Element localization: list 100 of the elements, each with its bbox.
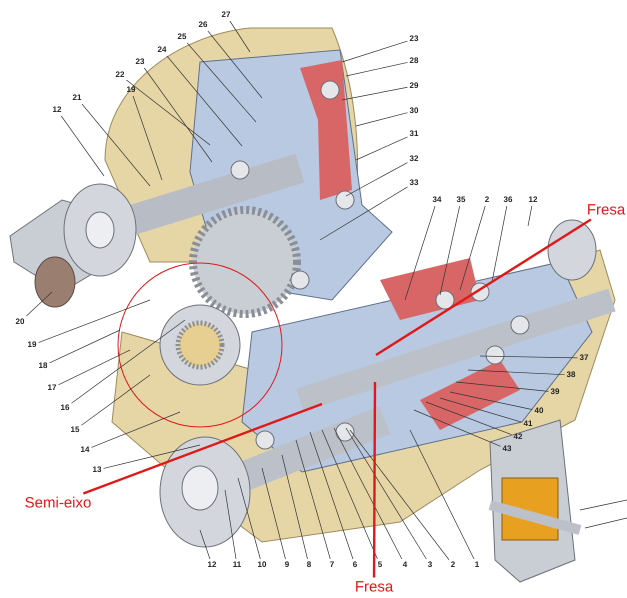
leader-line	[81, 374, 150, 426]
leader-line	[71, 320, 186, 404]
callout-number: 12	[52, 105, 62, 115]
leader-line	[82, 402, 322, 495]
callout-number: 2	[450, 560, 456, 570]
callout-number: 23	[408, 34, 420, 44]
leader-line	[103, 444, 200, 469]
callout-number: 4	[402, 560, 408, 570]
callout-number: 37	[578, 353, 590, 363]
callout-number: 17	[46, 383, 58, 393]
leader-line	[404, 206, 436, 300]
callout-number: 7	[328, 560, 336, 570]
callout-number: 3	[426, 560, 434, 570]
callout-number: 10	[256, 560, 268, 570]
leader-line	[38, 300, 150, 343]
callout-number: 13	[92, 465, 102, 475]
leader-line	[372, 382, 376, 578]
leader-line	[375, 218, 592, 356]
callout-number: 38	[566, 370, 576, 380]
leader-line	[410, 430, 474, 560]
callout-number: 29	[408, 81, 420, 91]
part-label: Fresa	[354, 578, 394, 596]
callout-number: 2	[484, 195, 490, 205]
leader-line	[200, 530, 210, 560]
callout-number: 19	[26, 340, 38, 350]
callout-number: 20	[14, 317, 26, 327]
callout-number: 6	[352, 560, 358, 570]
callout-number: 15	[70, 425, 80, 435]
leader-line	[82, 104, 150, 186]
leader-line	[492, 206, 508, 282]
leader-line	[468, 370, 565, 376]
leader-line	[320, 186, 408, 240]
callout-number: 34	[432, 195, 442, 205]
callout-number: 43	[502, 444, 512, 454]
callout-number: 12	[528, 195, 538, 205]
leader-line	[456, 382, 549, 392]
callout-number: 30	[408, 106, 420, 116]
leader-line	[224, 490, 236, 560]
callout-number: 40	[534, 406, 544, 416]
leader-line	[58, 350, 130, 386]
callout-number: 31	[408, 129, 420, 139]
leader-line	[144, 68, 212, 162]
leader-line	[346, 62, 408, 76]
leader-line	[49, 330, 120, 364]
callout-number: 19	[126, 85, 136, 95]
leader-line	[342, 40, 408, 62]
leader-line	[440, 206, 460, 296]
callout-number: 16	[60, 403, 70, 413]
leader-line	[480, 356, 578, 358]
leader-line	[91, 412, 180, 448]
callout-number: 35	[456, 195, 466, 205]
leader-line	[26, 292, 52, 316]
leader-line	[334, 428, 402, 560]
leader-line	[450, 392, 533, 410]
callout-number: 32	[408, 154, 420, 164]
leader-line	[282, 454, 308, 560]
callout-number: 11	[232, 560, 242, 570]
leader-line	[310, 432, 354, 560]
callout-number: 12	[206, 560, 218, 570]
leader-line	[296, 440, 331, 560]
callout-number: 24	[156, 45, 168, 55]
callout-number: 33	[408, 178, 420, 188]
callout-number: 26	[198, 20, 208, 30]
callout-number: 42	[512, 432, 524, 442]
leader-line	[342, 86, 408, 100]
leader-line	[350, 430, 450, 560]
callout-number: 18	[38, 361, 48, 371]
leader-line	[60, 116, 104, 176]
leader-line	[440, 398, 522, 422]
callout-number: 5	[376, 560, 384, 570]
leader-line	[132, 96, 162, 180]
callout-number: 9	[284, 560, 290, 570]
callout-number: 8	[306, 560, 312, 570]
callout-number: 41	[522, 419, 534, 429]
leader-line	[238, 478, 261, 560]
transfer-case-drawing	[9, 28, 627, 583]
callout-number: 21	[72, 93, 82, 103]
callout-number: 36	[502, 195, 514, 205]
callout-number: 23	[134, 57, 146, 67]
callout-number: 39	[550, 387, 560, 397]
leader-line	[262, 468, 286, 560]
leader-line	[322, 430, 378, 560]
leader-line	[426, 402, 512, 435]
leader-line	[126, 80, 210, 146]
callout-number: 22	[114, 70, 126, 80]
leader-line	[414, 410, 501, 447]
leader-line	[166, 56, 242, 146]
callout-number: 1	[474, 560, 480, 570]
callout-number: 27	[220, 10, 232, 20]
callout-number: 14	[80, 445, 90, 455]
callout-number: 25	[176, 32, 188, 42]
leader-line	[356, 136, 408, 160]
leader-line	[346, 162, 408, 196]
part-label: Semi-eixo	[24, 494, 92, 512]
callout-number: 28	[408, 56, 420, 66]
leader-line	[528, 206, 532, 226]
part-label: Fresa	[586, 202, 626, 218]
leader-line	[356, 112, 408, 126]
leader-line	[460, 206, 486, 290]
leader-line	[346, 428, 427, 560]
